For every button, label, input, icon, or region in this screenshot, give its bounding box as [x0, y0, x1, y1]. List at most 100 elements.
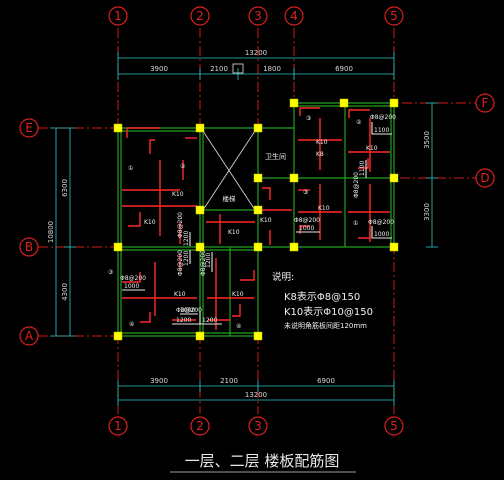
dimensions-top: 13200 3900 2100 1800 6900 [117, 49, 395, 80]
slab-number-7: ③ [108, 269, 113, 276]
dim-bottom-seg-2: 2100 [220, 377, 238, 385]
slab-label-7: K8 [316, 151, 324, 158]
slab-number-9: ④ [236, 323, 241, 330]
rebar-length-4: 1000 [299, 225, 314, 232]
axis-bubbles-top: 1 2 3 4 5 [108, 6, 404, 26]
axis-label-5-top: 5 [390, 9, 398, 23]
axis-label-1-top: 1 [114, 9, 122, 23]
slab-label-5: K10 [228, 229, 240, 236]
dim-left-total: 10800 [47, 221, 55, 243]
slab-label-8: K10 [316, 139, 328, 146]
notes-line-2: K10表示Φ10@150 [284, 305, 373, 318]
rebar-length-1: 1100 [374, 127, 389, 134]
slab-labels: K10 K10 K10 K10 K10 K10 K8 K10 K10 K10 [144, 139, 378, 298]
rebar-callout-8: Φ8@200 [120, 275, 146, 282]
drawing-caption: 一层、二层 楼板配筋图 [185, 452, 340, 470]
stair-label: 楼梯 [223, 194, 237, 203]
axis-bubble-F [475, 93, 495, 113]
columns [113, 98, 399, 341]
axis-bubble-B [19, 237, 39, 257]
slab-label-1: K10 [172, 191, 184, 198]
dimensions-bottom: 3900 2100 6900 13200 [117, 377, 395, 406]
dim-top-seg-2: 2100 [210, 65, 228, 73]
axis-label-A: A [25, 329, 34, 343]
rebar-marks [122, 107, 390, 330]
rebar-callout-7: Φ8@200 [200, 250, 207, 276]
dim-top-total: 13200 [245, 49, 267, 57]
rebar-callout-6: Φ8@200 [177, 250, 184, 276]
slab-label-10: K10 [318, 205, 330, 212]
axis-bubble-5-bottom [384, 416, 404, 436]
axis-label-4-top: 4 [290, 9, 298, 23]
slab-label-2: K10 [144, 219, 156, 226]
dimensions-right: 3500 3300 [423, 102, 438, 248]
slab-number-4: ② [356, 119, 362, 126]
slab-number-3: ③ [306, 115, 311, 122]
slab-number-1: ① [128, 165, 133, 172]
slab-number-6: ① [353, 220, 358, 227]
axis-bubble-1-top [108, 6, 128, 26]
slab-label-9: K10 [366, 145, 378, 152]
rebar-callout-5: Φ8@200 [177, 212, 184, 238]
slab-number-2: ② [180, 163, 186, 170]
notes-block: 说明: K8表示Φ8@150 K10表示Φ10@150 未说明角筋板间距120m… [272, 271, 373, 330]
axis-label-2-top: 2 [196, 9, 204, 23]
dim-bottom-seg-1: 3900 [150, 377, 168, 385]
rebar-callout-3: Φ8@200 [368, 219, 394, 226]
rebar-callout-4: Φ8@200 [294, 217, 320, 224]
dimensions-left: 10800 6300 4300 [47, 127, 76, 337]
notes-line-1: K8表示Φ8@150 [284, 290, 360, 303]
axis-label-B: B [25, 240, 33, 254]
slab-number-8: ④ [129, 321, 134, 328]
axis-label-3-bottom: 3 [254, 419, 262, 433]
axis-grid [38, 28, 476, 414]
axis-bubbles-bottom: 1 2 3 5 [108, 416, 404, 436]
axis-bubble-A [19, 326, 39, 346]
axis-bubble-1-bottom [108, 416, 128, 436]
axis-label-5-bottom: 5 [390, 419, 398, 433]
stair-area: 楼梯 [202, 130, 256, 211]
dim-top-seg-1: 3900 [150, 65, 168, 73]
rebar-length-2: 1100 [359, 161, 366, 176]
axis-bubble-E [19, 118, 39, 138]
axis-bubble-2-bottom [190, 416, 210, 436]
rebar-length-6: 1200 [183, 251, 190, 266]
axis-bubble-D [475, 168, 495, 188]
notes-line-3: 未说明角筋板间距120mm [284, 321, 367, 330]
dim-bottom-total: 13200 [245, 391, 267, 399]
rebar-length-boxes: 1100 1100 1000 1000 1200 1200 1200 1000 … [122, 122, 392, 325]
rebar-callout-2: Φ8@200 [353, 172, 360, 198]
axis-label-D: D [480, 171, 489, 185]
axis-label-1-bottom: 1 [114, 419, 122, 433]
slab-numbers: ① ② ③ ② ③ ① ③ ④ ④ [108, 115, 362, 330]
rebar-callout-1: Φ8@200 [370, 114, 396, 121]
slab-label-4: K10 [232, 291, 244, 298]
axis-label-E: E [25, 121, 33, 135]
dim-right-seg-1: 3500 [423, 131, 431, 149]
rebar-length-3: 1000 [374, 231, 389, 238]
rebar-callouts: Φ8@200 Φ8@200 Φ8@200 Φ8@200 Φ8@200 Φ8@20… [120, 114, 396, 314]
dim-bottom-seg-3: 6900 [317, 377, 335, 385]
notes-title: 说明: [272, 271, 294, 283]
rebar-length-11: 1000 [180, 307, 195, 314]
rebar-callout-9: Φ8@200 [176, 307, 202, 314]
rebar-length-7: 1200 [205, 253, 212, 268]
axis-bubble-5-top [384, 6, 404, 26]
bathroom-label: 卫生间 [265, 152, 286, 161]
dim-left-seg-2: 4300 [61, 283, 69, 301]
axis-bubbles-side: E B A F D [19, 93, 495, 346]
dim-top-seg-3: 1800 [263, 65, 281, 73]
axis-label-F: F [482, 96, 489, 110]
rebar-length-9: 1200 [176, 317, 191, 324]
rebar-length-10: 1200 [202, 317, 217, 324]
axis-bubble-2-top [190, 6, 210, 26]
slab-label-3: K10 [174, 291, 186, 298]
rebar-length-5: 1200 [183, 231, 190, 246]
axis-bubble-3-bottom [248, 416, 268, 436]
dim-left-seg-1: 6300 [61, 179, 69, 197]
dim-top-seg-4: 6900 [335, 65, 353, 73]
axis-bubble-4-top [284, 6, 304, 26]
slab-label-6: K10 [260, 217, 272, 224]
axis-label-3-top: 3 [254, 9, 262, 23]
